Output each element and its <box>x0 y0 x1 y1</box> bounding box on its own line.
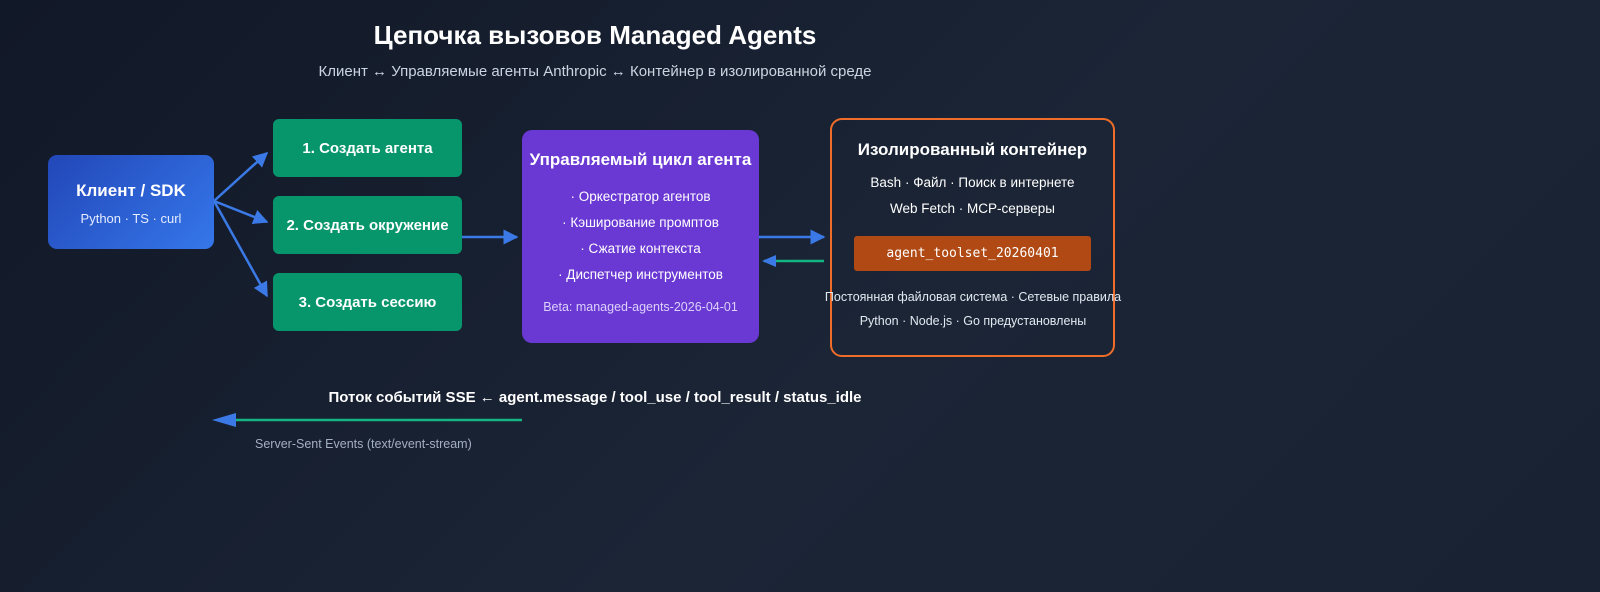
diagram-subtitle: Клиент ↔ Управляемые агенты Anthropic ↔ … <box>318 63 872 80</box>
container-tools: Bash · Файл · Поиск в интернете Web Fetc… <box>832 170 1113 222</box>
agent-loop-item: · Сжатие контекста <box>580 241 701 256</box>
sandbox-container-box: Изолированный контейнер Bash · Файл · По… <box>830 118 1115 357</box>
step-create-environment: 2. Создать окружение <box>273 196 462 254</box>
arrow-container-to-loop-head <box>762 255 776 267</box>
arrow-client-to-step2 <box>213 199 269 224</box>
agent-loop-box: Управляемый цикл агента · Оркестратор аг… <box>522 130 759 343</box>
client-sdk-languages: Python · TS · curl <box>80 211 182 226</box>
agent-loop-items: · Оркестратор агентов · Кэширование пром… <box>522 184 759 288</box>
arrow-client-to-step1 <box>213 151 269 202</box>
agent-loop-title: Управляемый цикл агента <box>529 150 752 169</box>
diagram-title: Цепочка вызовов Managed Agents <box>373 20 817 50</box>
sse-stream-label: Поток событий SSE ← agent.message / tool… <box>328 389 862 406</box>
agent-loop-item: · Кэширование промптов <box>562 215 719 230</box>
container-footer-line: Python · Node.js · Go предустановлены <box>859 314 1087 328</box>
arrow-client-to-step3 <box>212 200 269 298</box>
step-create-session: 3. Создать сессию <box>273 273 462 331</box>
container-title: Изолированный контейнер <box>857 140 1088 159</box>
sse-return-arrow-head <box>212 413 236 427</box>
container-footer-line: Постоянная файловая система · Сетевые пр… <box>824 290 1122 304</box>
container-tools-line: Web Fetch · MCP-серверы <box>889 201 1056 216</box>
sse-stream-caption: Server-Sent Events (text/event-stream) <box>255 437 472 451</box>
client-sdk-title: Клиент / SDK <box>76 181 186 200</box>
step-create-agent: 1. Создать агента <box>273 119 462 177</box>
container-tools-line: Bash · Файл · Поиск в интернете <box>870 175 1075 190</box>
client-sdk-box: Клиент / SDK Python · TS · curl <box>48 155 214 249</box>
agent-loop-beta-tag: Beta: managed-agents-2026-04-01 <box>543 300 738 314</box>
toolset-badge: agent_toolset_20260401 <box>854 236 1091 271</box>
agent-loop-item: · Оркестратор агентов <box>570 189 711 204</box>
agent-loop-item: · Диспетчер инструментов <box>558 267 723 282</box>
